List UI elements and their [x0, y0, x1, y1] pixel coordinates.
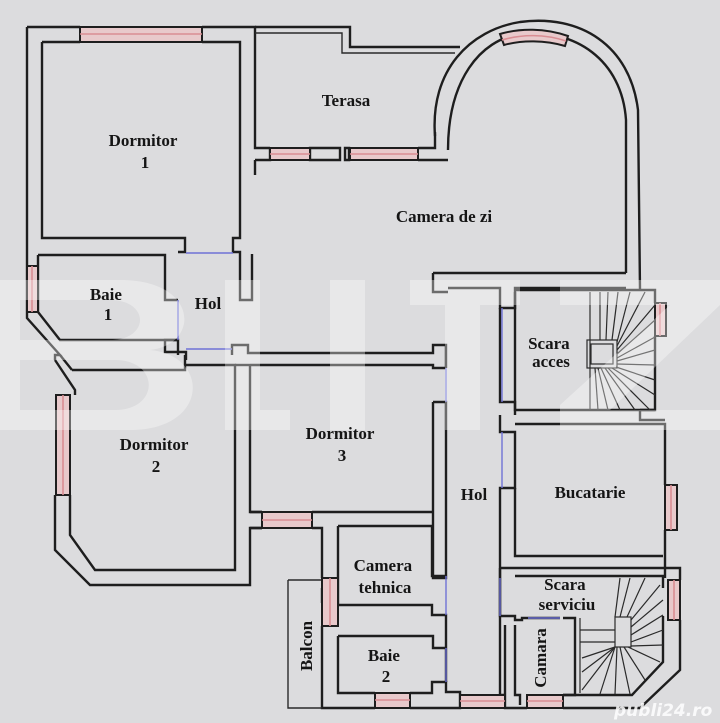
room-label-terasa: Terasa — [322, 91, 371, 110]
room-label-balcon: Balcon — [297, 620, 316, 671]
watermark-site: publi24.ro — [613, 701, 713, 721]
room-label-dormitor-2: Dormitor 2 — [120, 435, 193, 476]
room-label-camera-de-zi: Camera de zi — [396, 207, 493, 226]
room-label-baie-2: Baie 2 — [368, 646, 404, 686]
room-label-hol-2: Hol — [461, 485, 488, 504]
watermark-letter-i — [330, 280, 365, 430]
stair-serviciu — [579, 577, 664, 695]
room-labels: Dormitor 1 Terasa Camera de zi Baie 1 Ho… — [90, 91, 626, 688]
windows — [26, 26, 681, 709]
watermark-letter-t — [410, 280, 520, 430]
room-label-bucatarie: Bucatarie — [555, 483, 626, 502]
room-label-baie-1: Baie 1 — [90, 285, 126, 324]
room-label-dormitor-3: Dormitor 3 — [306, 424, 379, 465]
walls — [25, 19, 682, 710]
room-label-dormitor-1: Dormitor 1 — [109, 131, 182, 172]
watermark-letter-l — [225, 280, 290, 430]
room-label-scara-serviciu: Scara serviciu — [539, 575, 596, 614]
stair-acces — [586, 291, 656, 411]
room-label-scara-acces: Scara acces — [528, 334, 574, 371]
room-label-hol-1: Hol — [195, 294, 222, 313]
watermark — [0, 280, 720, 430]
window — [498, 28, 570, 48]
watermark-letter-b — [0, 280, 193, 430]
door-openings — [177, 252, 560, 682]
room-label-camara: Camara — [531, 628, 550, 688]
watermark-letter-z — [560, 280, 720, 430]
room-label-camera-tehnica: Camera tehnica — [354, 556, 417, 597]
